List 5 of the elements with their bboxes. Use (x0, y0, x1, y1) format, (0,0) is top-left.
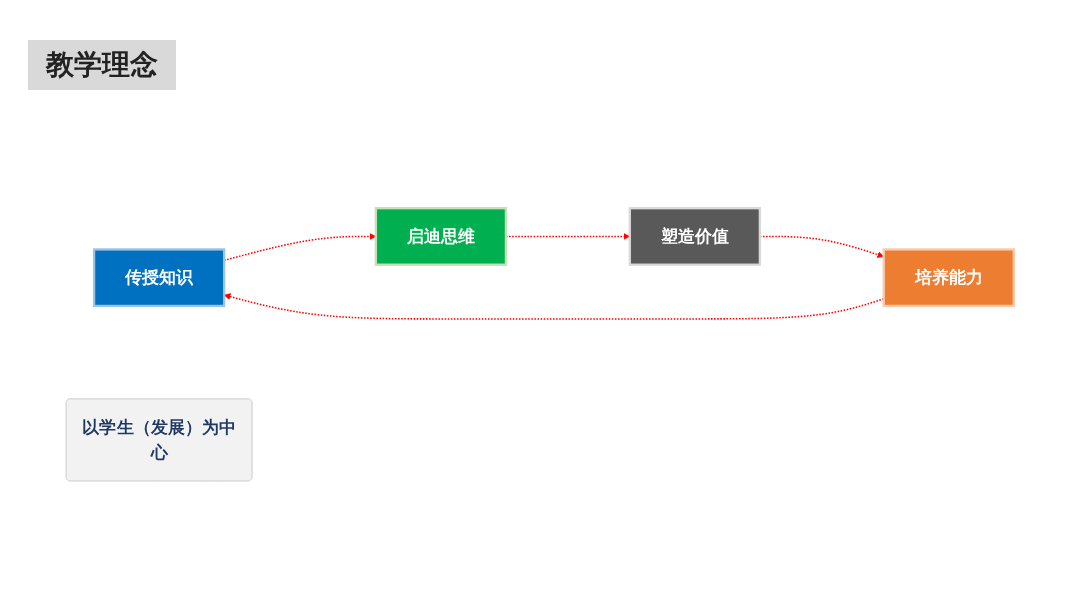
node-box: 启迪思维 (374, 207, 508, 267)
node-box: 传授知识 (92, 248, 226, 308)
node-box: 塑造价值 (628, 207, 762, 267)
title: 教学理念 (28, 40, 176, 90)
node-box: 培养能力 (882, 248, 1015, 308)
